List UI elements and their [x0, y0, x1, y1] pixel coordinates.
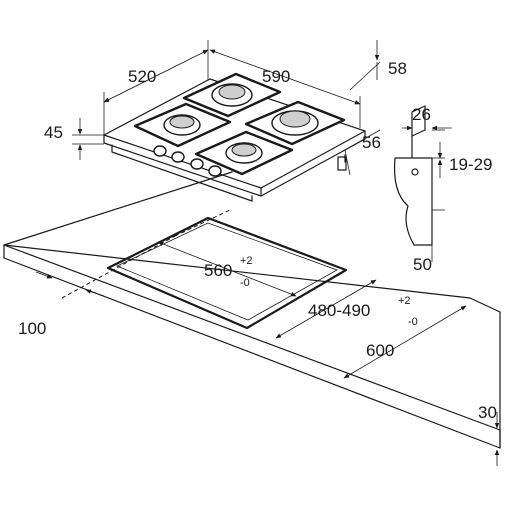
label-height-glass: 58 [388, 59, 407, 78]
burner-icon [271, 110, 319, 136]
label-worktop-depth: 600 [366, 341, 394, 360]
knob-icon [171, 151, 185, 163]
label-bracket-width: 26 [412, 105, 431, 124]
cutout [61, 209, 348, 330]
label-bracket-range: 19-29 [449, 155, 492, 174]
fixing-bracket [393, 105, 445, 246]
knob-icon [208, 165, 222, 177]
label-side-offset: 56 [362, 133, 381, 152]
label-width-total: 520 [128, 67, 156, 86]
burner-icon [211, 83, 253, 107]
knob-icon [153, 145, 167, 157]
label-cutout-depth-tol-minus: -0 [408, 316, 418, 328]
label-front-clearance: 100 [18, 319, 46, 338]
worktop [3, 171, 501, 449]
label-rear-clearance: 50 [413, 255, 432, 274]
label-worktop-thickness: 30 [478, 403, 497, 422]
label-cutout-width-tol-minus: -0 [240, 277, 250, 289]
label-cutout-width-tol-plus: +2 [240, 255, 253, 267]
dimension-lines [35, 40, 500, 466]
burner-icon [163, 114, 201, 136]
label-cutout-width: 560 [204, 261, 232, 280]
dimension-labels: 520 590 58 45 56 26 19-29 50 560 +2 -0 4… [18, 59, 497, 422]
burner-icon [225, 142, 263, 164]
hob [103, 72, 366, 202]
label-depth-total: 590 [262, 67, 290, 86]
label-cutout-depth: 480-490 [308, 301, 370, 320]
knob-icon [190, 158, 204, 170]
label-cutout-depth-tol-plus: +2 [398, 295, 411, 307]
label-edge-height: 45 [44, 123, 63, 142]
